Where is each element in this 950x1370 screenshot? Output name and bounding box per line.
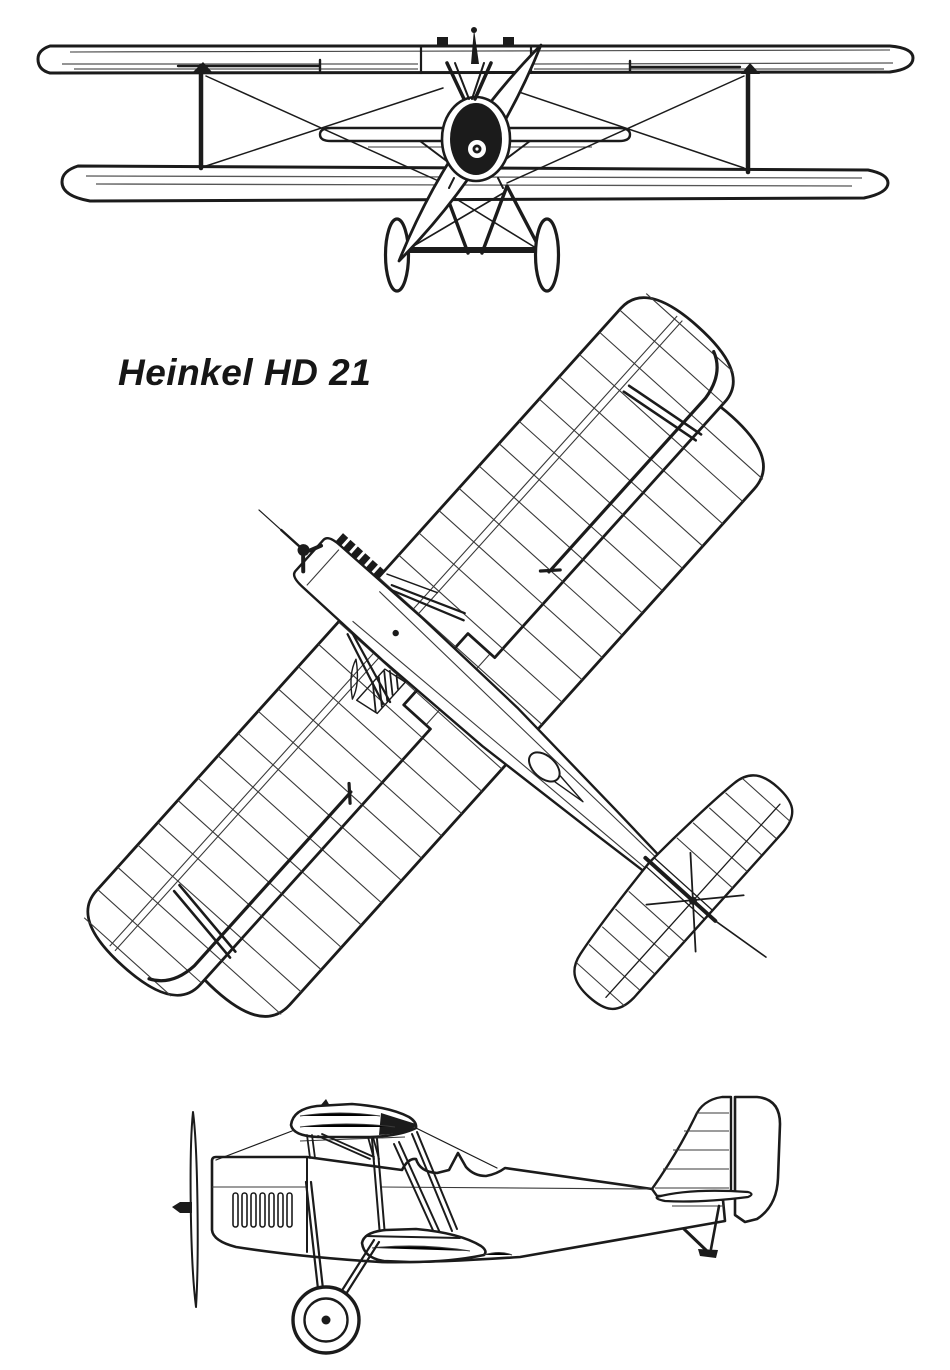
side-rudder [733,1095,782,1224]
side-propeller [189,1111,199,1308]
side-gear-legs [304,1180,381,1296]
plan-fuselage-dot [392,629,399,637]
front-axle [402,247,544,253]
plan-walkway-patch [356,668,407,715]
front-engine-disc [450,103,502,175]
front-cabane-struts [445,61,493,101]
front-prop-hub [471,29,479,64]
side-tail-skid [682,1227,710,1254]
plan-fin-edge [643,855,718,923]
plan-cockpit-opening [528,751,561,783]
front-rigging-wires [205,75,745,184]
side-view [172,1095,782,1355]
side-prop-hub [180,1202,192,1213]
side-tailplane [655,1189,753,1203]
side-fin [650,1095,733,1198]
plan-cabane-struts [346,584,466,705]
front-wheel-left [383,217,411,293]
plan-prop-blade-stubs [301,543,324,574]
side-fuselage [210,1151,727,1264]
plan-aileron-left [147,781,353,983]
front-wheel-right [533,217,561,293]
drawing-title: Heinkel HD 21 [118,352,372,393]
front-lower-wing [60,164,890,203]
front-aileron-right [628,59,742,74]
plan-interplane-struts [172,384,703,959]
plan-engine-cylinders [335,533,386,580]
side-cowl-louvres [232,1192,293,1228]
plan-aileron-right [538,349,719,574]
side-cabane-struts [306,1133,380,1160]
front-view [36,27,915,293]
side-interplane-struts [371,1131,458,1238]
plan-view [83,293,794,1018]
